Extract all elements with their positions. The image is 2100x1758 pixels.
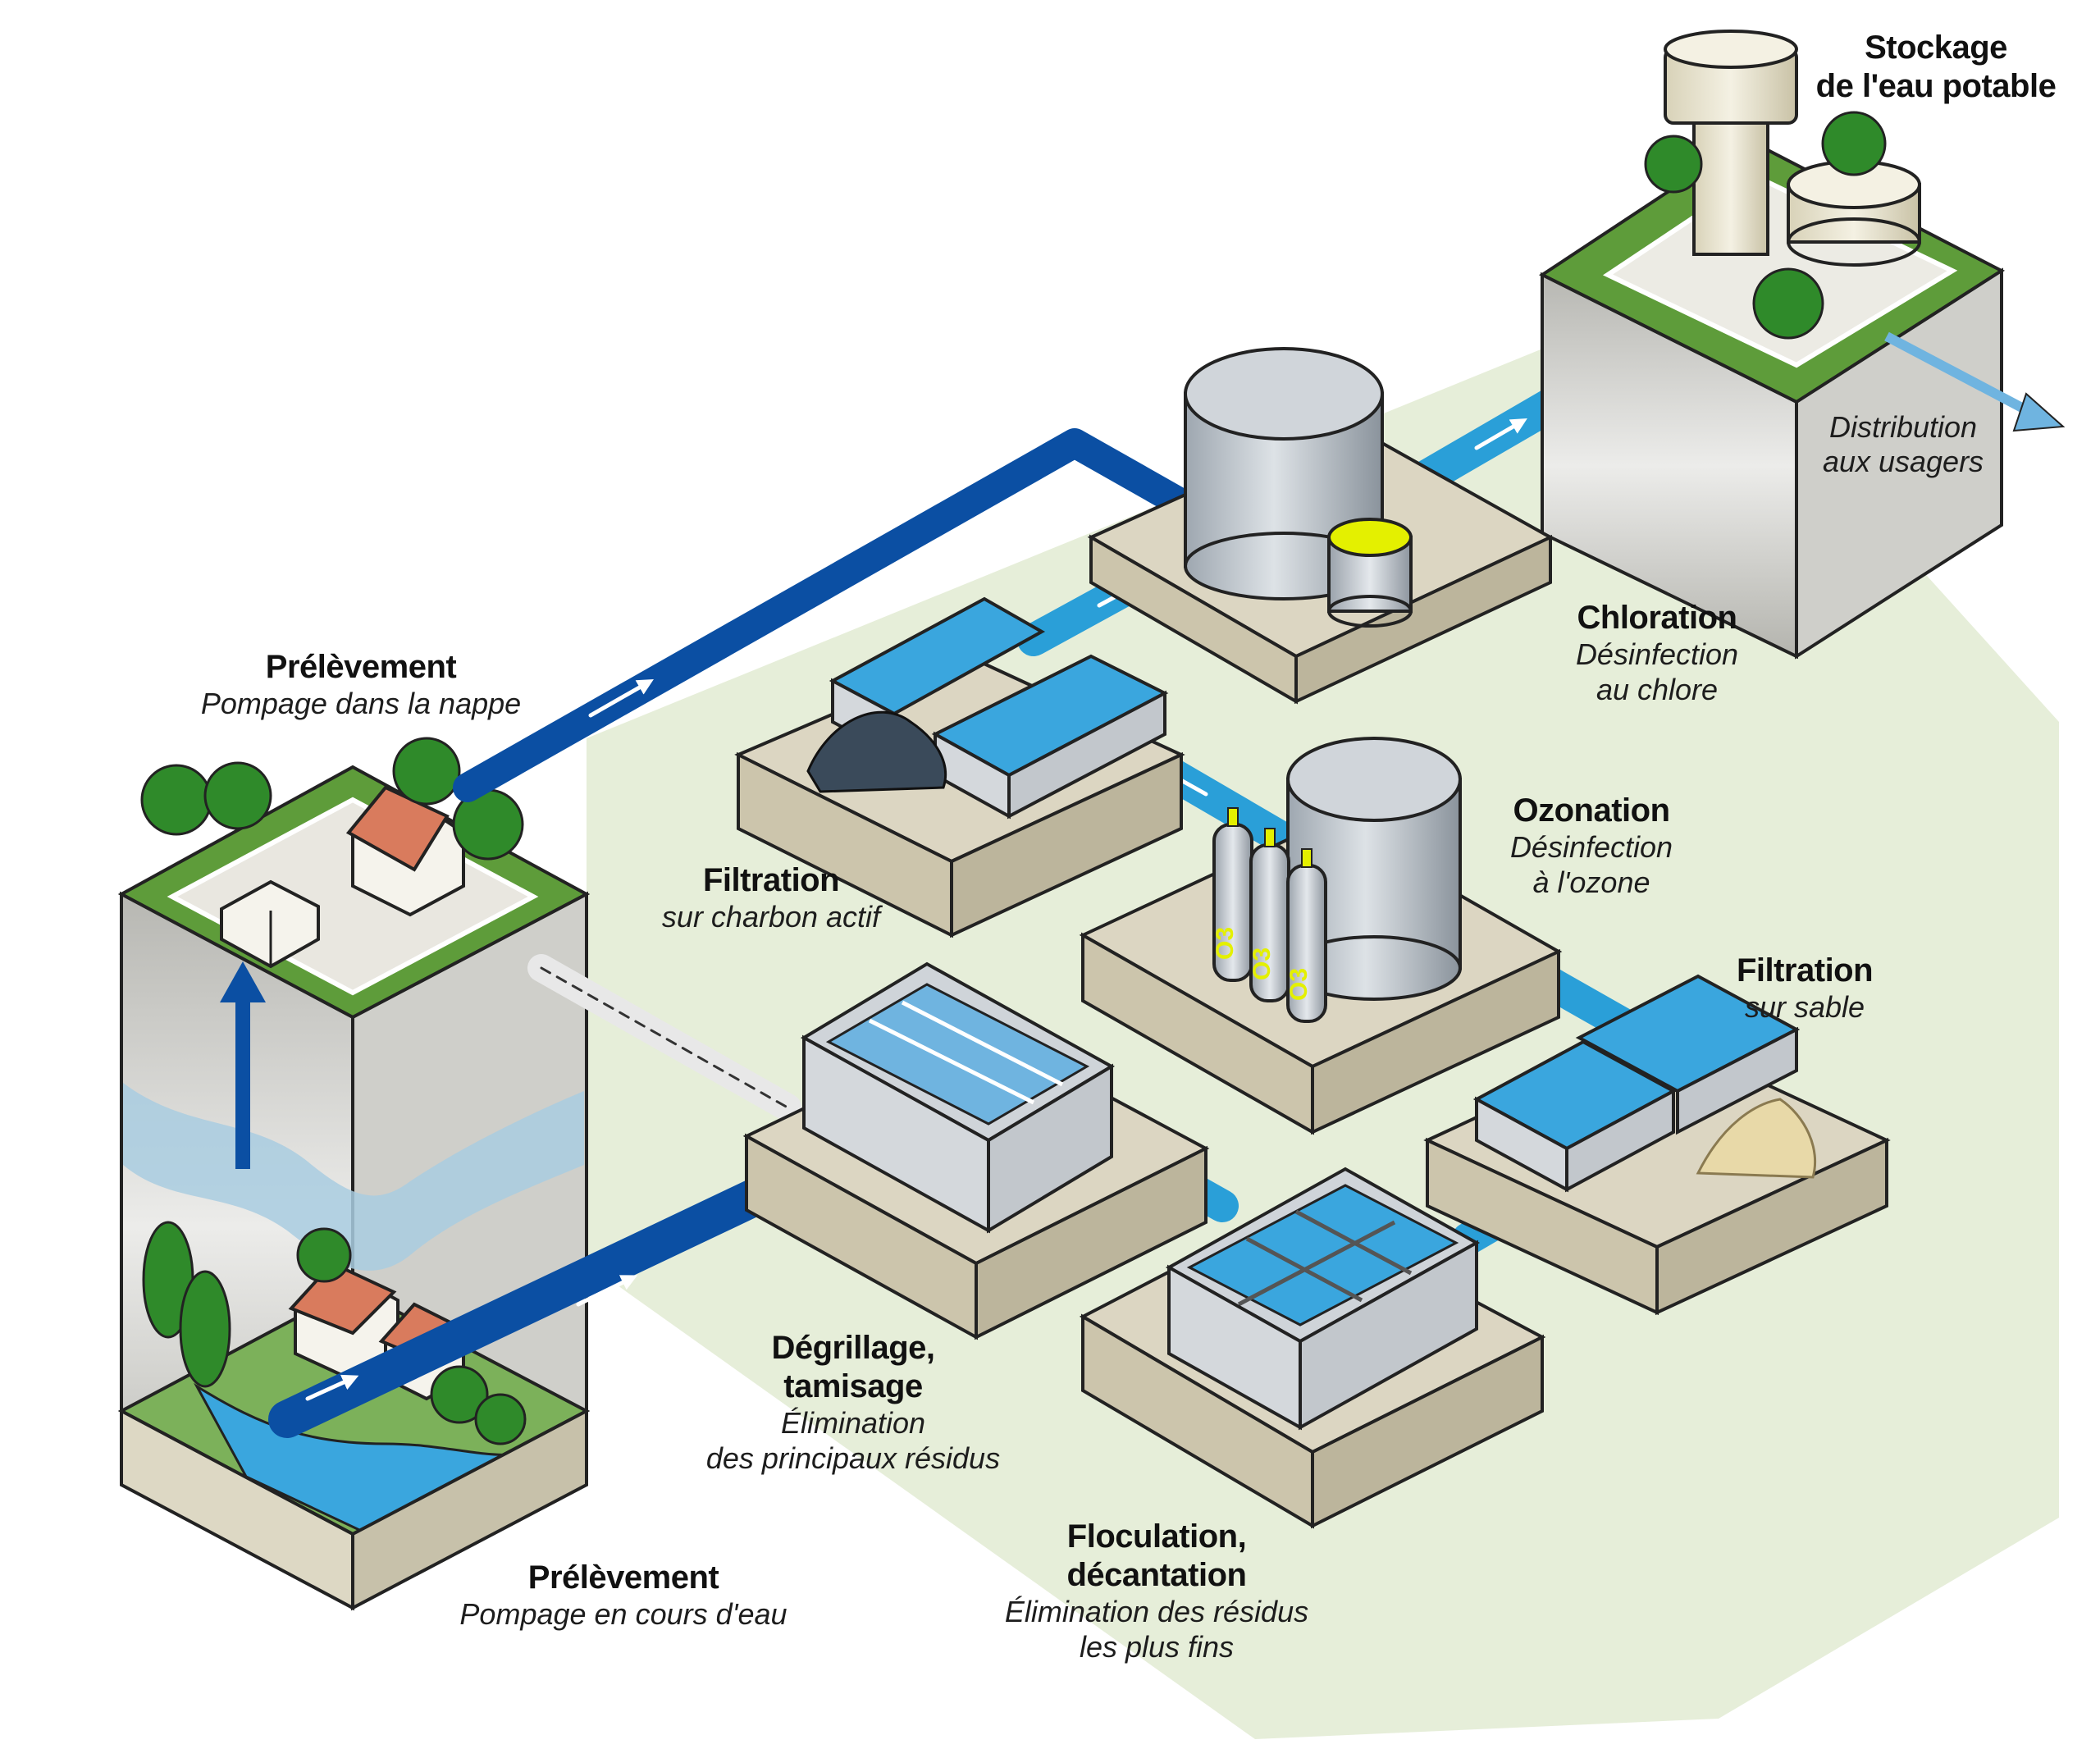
label-prelevement-cours: Prélèvement Pompage en cours d'eau bbox=[443, 1559, 804, 1632]
label-subtitle-line-1: Élimination des résidus bbox=[1004, 1595, 1309, 1629]
label-subtitle: sur sable bbox=[1744, 990, 1865, 1025]
label-title: Ozonation bbox=[1513, 792, 1670, 829]
ozone-cylinder-label-3: O3 bbox=[1285, 968, 1312, 1001]
label-title: Prélèvement bbox=[527, 1559, 719, 1596]
label-line-2: aux usagers bbox=[1822, 445, 1984, 479]
label-filtration-sable: Filtration sur sable bbox=[1698, 952, 1911, 1025]
label-degrillage: Dégrillage, tamisage Élimination des pri… bbox=[705, 1329, 1001, 1476]
label-stockage: Stockage de l'eau potable bbox=[1780, 29, 2092, 106]
label-title-line-1: Dégrillage, bbox=[771, 1330, 935, 1366]
label-title-line-1: Floculation, bbox=[1066, 1518, 1247, 1555]
ozonation-unit bbox=[1079, 737, 1563, 1135]
storage-block bbox=[1539, 30, 2066, 660]
river-intake-block bbox=[117, 1221, 591, 1611]
label-title-line-2: de l'eau potable bbox=[1815, 68, 2057, 105]
filtration-sable-unit bbox=[1423, 974, 1891, 1316]
filtration-charbon-unit bbox=[734, 596, 1185, 938]
label-subtitle: sur charbon actif bbox=[661, 900, 881, 934]
floculation-unit bbox=[1079, 1167, 1546, 1529]
label-title: Prélèvement bbox=[265, 649, 457, 685]
label-subtitle-line-2: les plus fins bbox=[1079, 1629, 1235, 1664]
label-subtitle-line-1: Élimination bbox=[780, 1406, 926, 1441]
ozone-cylinder-label-1: O3 bbox=[1212, 927, 1239, 960]
label-subtitle-line-1: Désinfection bbox=[1509, 830, 1673, 865]
chloration-unit bbox=[1087, 347, 1554, 705]
label-subtitle-line-2: des principaux résidus bbox=[705, 1441, 1001, 1475]
label-title: Chloration bbox=[1577, 600, 1737, 636]
label-title: Filtration bbox=[1736, 952, 1874, 989]
label-line-1: Distribution bbox=[1828, 410, 1978, 444]
label-title-line-1: Stockage bbox=[1865, 30, 2007, 66]
label-subtitle: Pompage dans la nappe bbox=[200, 687, 522, 721]
label-distribution: Distribution aux usagers bbox=[1788, 410, 2018, 480]
ozone-cylinder-label-2: O3 bbox=[1249, 947, 1276, 980]
label-subtitle-line-1: Désinfection bbox=[1575, 637, 1739, 672]
label-title-line-2: décantation bbox=[1066, 1557, 1247, 1594]
degrillage-unit bbox=[742, 961, 1210, 1340]
label-floculation: Floculation, décantation Élimination des… bbox=[984, 1518, 1329, 1664]
label-filtration-charbon: Filtration sur charbon actif bbox=[632, 861, 911, 935]
label-title-line-2: tamisage bbox=[783, 1368, 923, 1405]
label-subtitle: Pompage en cours d'eau bbox=[459, 1597, 788, 1632]
label-subtitle-line-2: au chlore bbox=[1596, 672, 1719, 706]
label-title: Filtration bbox=[702, 862, 840, 898]
label-subtitle-line-2: à l'ozone bbox=[1532, 865, 1650, 899]
label-ozonation: Ozonation Désinfection à l'ozone bbox=[1468, 792, 1714, 900]
label-prelevement-nappe: Prélèvement Pompage dans la nappe bbox=[189, 648, 533, 722]
label-chloration: Chloration Désinfection au chlore bbox=[1534, 599, 1780, 707]
